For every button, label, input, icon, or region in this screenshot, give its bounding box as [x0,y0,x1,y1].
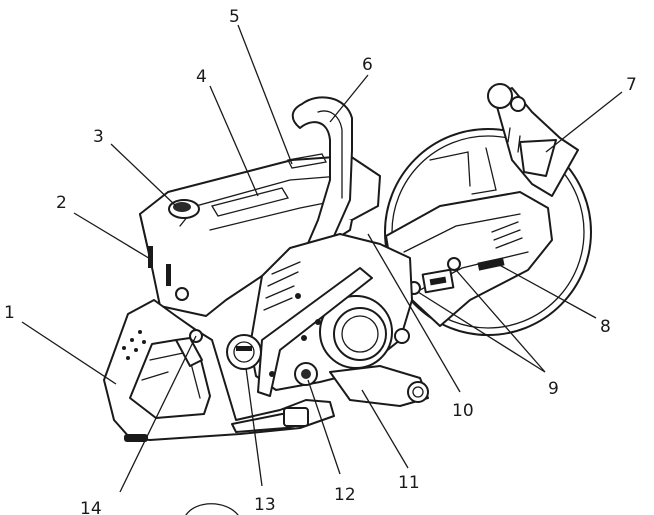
leader-5 [237,24,293,165]
leader-9a [455,269,546,373]
engine-internals [226,233,429,407]
leader-9b [417,291,546,373]
tension-nuts [407,257,461,295]
leader-10 [367,233,461,393]
engine-cover [139,153,381,317]
callout-7: 7 [626,75,637,95]
callout-10: 10 [452,401,474,421]
callout-3: 3 [93,127,104,147]
leader-11 [361,389,409,469]
callout-numbers: 1 2 3 4 5 6 7 8 9 10 11 12 13 14 [4,7,637,515]
leader-1 [21,321,117,385]
callout-5: 5 [229,7,240,27]
decompression-valve [226,334,262,370]
callout-14: 14 [80,499,102,515]
leader-8 [493,261,597,319]
leader-3 [110,143,177,207]
callout-8: 8 [600,317,611,337]
callout-4: 4 [196,67,207,87]
callout-6: 6 [362,55,373,75]
callout-1: 1 [4,303,15,323]
leader-7 [545,91,623,153]
blade-guard-bracket [487,83,579,197]
rear-handle [103,299,335,442]
leader-4 [209,85,259,197]
callout-2: 2 [56,193,67,213]
leader-2 [73,212,153,261]
callout-11: 11 [398,473,420,493]
leader-13 [245,367,263,487]
leader-6 [329,74,369,123]
callout-12: 12 [334,485,356,505]
machine-illustration [103,83,592,515]
leader-12 [307,379,341,475]
cutting-arm [385,191,553,327]
callout-9: 9 [548,379,559,399]
callout-13: 13 [254,495,276,515]
leader-lines [21,24,623,493]
leader-14 [119,335,197,493]
